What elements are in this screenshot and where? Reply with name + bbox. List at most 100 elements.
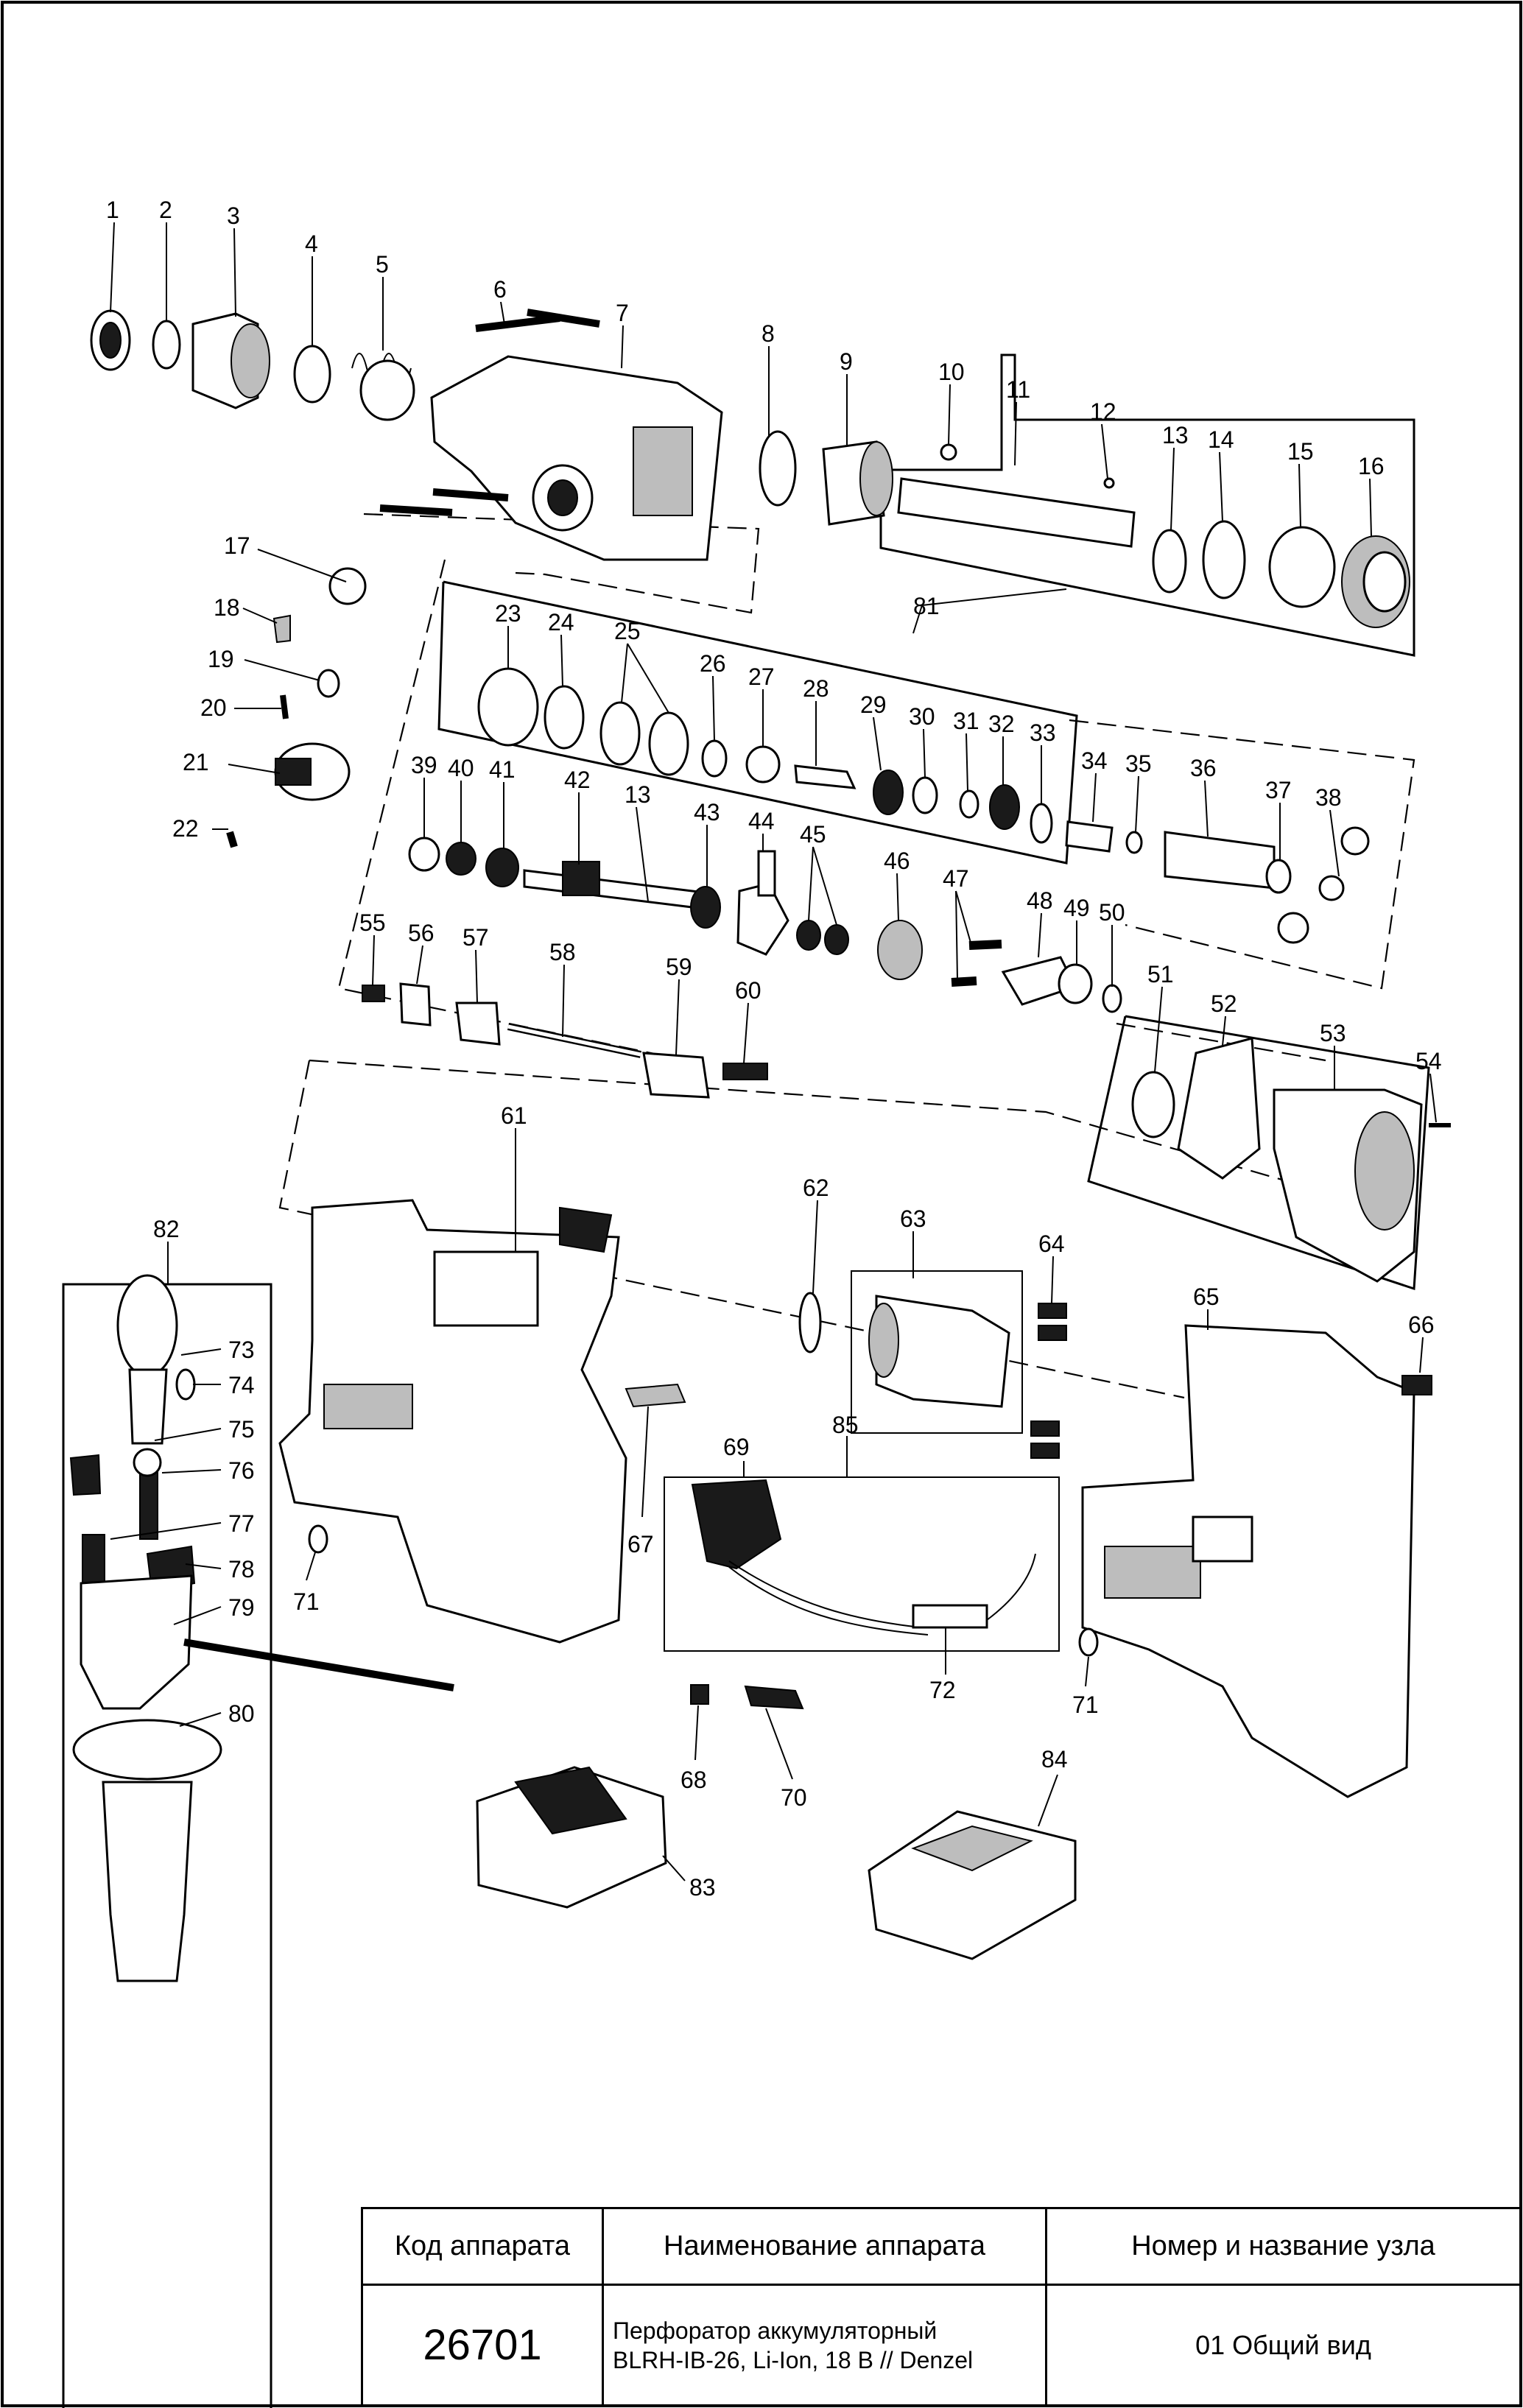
label-part-78: 78 [228,1556,255,1583]
label-part-68: 68 [680,1767,707,1793]
label-part-71-left: 71 [293,1588,320,1615]
label-part-51: 51 [1147,961,1174,988]
label-part-12: 12 [1090,398,1116,425]
label-part-7: 7 [616,300,629,326]
label-part-42: 42 [564,767,591,793]
label-part-76: 76 [228,1457,255,1484]
label-part-79: 79 [228,1594,255,1621]
label-part-56: 56 [408,920,435,946]
label-part-4: 4 [305,230,318,257]
label-part-2: 2 [159,197,172,223]
label-part-45: 45 [800,821,826,848]
label-part-13b: 13 [625,781,651,808]
label-part-3: 3 [227,203,240,229]
label-part-41: 41 [489,756,516,783]
label-part-38: 38 [1315,784,1342,811]
title-block: Код аппарата Наименование аппарата Номер… [361,2207,1522,2407]
label-part-36: 36 [1190,755,1217,781]
label-part-37: 37 [1265,777,1292,803]
node-name: 01 Общий вид [1195,2329,1371,2360]
label-part-46: 46 [884,848,910,874]
device-name: Перфоратор аккумуляторный BLRH-IB-26, Li… [604,2286,1047,2404]
label-part-66: 66 [1408,1312,1435,1338]
label-part-5: 5 [376,251,389,278]
label-part-59: 59 [666,954,692,980]
header-device-code: Код аппарата [363,2209,604,2286]
label-part-62: 62 [803,1175,829,1201]
label-part-53: 53 [1320,1020,1346,1046]
label-part-67: 67 [627,1531,654,1557]
label-part-52: 52 [1211,990,1237,1017]
label-part-69: 69 [723,1434,750,1460]
label-part-18: 18 [214,594,240,621]
label-part-35: 35 [1125,750,1152,777]
label-part-29: 29 [860,691,887,718]
leader-lines [110,222,1437,1881]
label-part-83: 83 [689,1874,716,1901]
header-node: Номер и название узла [1047,2209,1519,2286]
label-part-13: 13 [1162,422,1189,448]
label-part-61: 61 [501,1102,527,1129]
label-part-47: 47 [943,865,969,892]
label-part-21: 21 [183,749,209,775]
label-part-15: 15 [1287,438,1314,465]
label-part-57: 57 [462,924,489,951]
label-part-27: 27 [748,663,775,690]
label-part-22: 22 [172,815,199,842]
label-part-33: 33 [1030,719,1056,746]
label-part-73: 73 [228,1337,255,1363]
label-part-6: 6 [493,276,507,303]
label-part-50: 50 [1099,899,1125,926]
label-part-26: 26 [700,650,726,677]
label-part-82: 82 [153,1216,180,1242]
part-labels: 1 2 3 4 5 6 7 8 9 10 11 12 13 14 15 16 1… [106,197,1442,1901]
device-name-line-2: BLRH-IB-26, Li-Ion, 18 В // Denzel [613,2346,974,2373]
label-part-25: 25 [614,618,641,644]
label-part-11: 11 [1006,376,1030,403]
label-part-24: 24 [548,609,574,636]
part-shapes [69,309,1451,1982]
label-part-39: 39 [411,752,437,778]
label-part-75: 75 [228,1416,255,1443]
label-part-63: 63 [900,1205,926,1232]
label-part-19: 19 [208,646,234,672]
label-part-9: 9 [840,348,853,375]
label-part-58: 58 [549,939,576,965]
label-part-20: 20 [200,694,227,721]
label-part-34: 34 [1081,747,1108,774]
label-part-84: 84 [1041,1746,1068,1772]
label-part-85: 85 [832,1412,859,1438]
label-part-23: 23 [495,600,521,627]
label-part-70: 70 [781,1784,807,1811]
label-part-8: 8 [762,320,775,347]
label-part-1: 1 [106,197,119,223]
label-part-81: 81 [913,593,940,619]
label-part-60: 60 [735,977,762,1004]
label-part-17: 17 [224,532,250,559]
label-part-44: 44 [748,808,775,834]
device-code: 26701 [363,2286,604,2404]
label-part-55: 55 [359,909,386,936]
label-part-40: 40 [448,755,474,781]
label-part-80: 80 [228,1700,255,1727]
label-part-64: 64 [1038,1231,1065,1257]
label-part-14: 14 [1208,426,1234,453]
device-name-line-1: Перфоратор аккумуляторный [613,2317,938,2344]
label-part-31: 31 [953,708,979,734]
label-part-77: 77 [228,1510,255,1537]
label-part-16: 16 [1358,453,1385,479]
label-part-71-right: 71 [1072,1691,1099,1718]
label-part-65: 65 [1193,1284,1220,1310]
label-part-74: 74 [228,1372,255,1398]
label-part-30: 30 [909,703,935,730]
label-part-10: 10 [938,359,965,385]
label-part-72: 72 [929,1677,956,1703]
label-part-48: 48 [1027,887,1053,914]
label-part-49: 49 [1063,895,1090,921]
label-part-54: 54 [1415,1048,1442,1074]
label-part-28: 28 [803,675,829,702]
label-part-43: 43 [694,799,720,825]
header-device-name: Наименование аппарата [604,2209,1047,2286]
label-part-32: 32 [988,711,1015,737]
